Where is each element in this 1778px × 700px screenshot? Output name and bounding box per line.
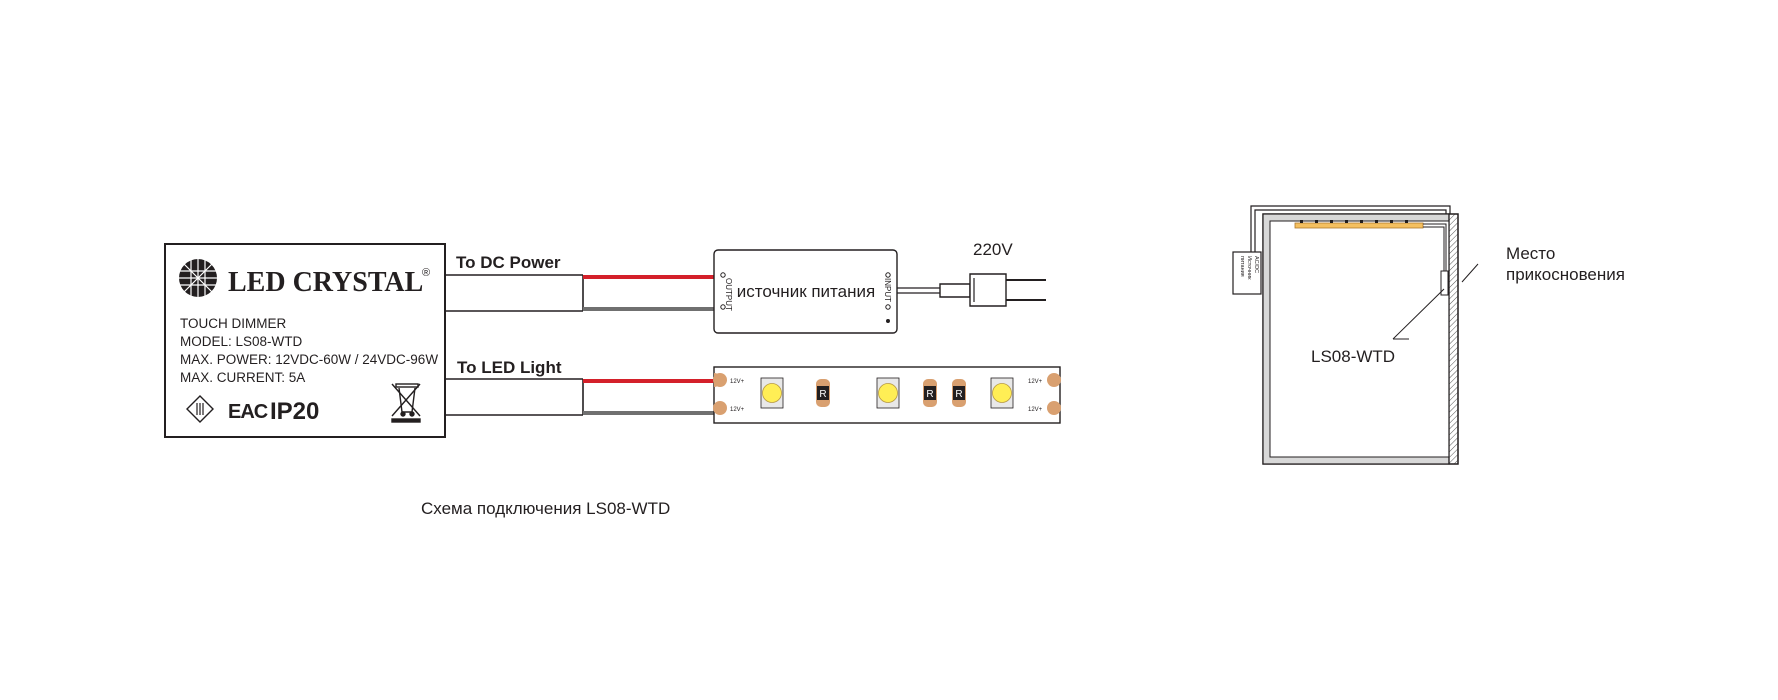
dc-power-cable	[445, 274, 714, 312]
cabinet-model-label: LS08-WTD	[1311, 347, 1395, 366]
strip-resistor-1-label: R	[819, 389, 826, 400]
to-dc-power-label: To DC Power	[456, 253, 561, 272]
strip-led-3	[990, 377, 1014, 409]
cabinet-touch-sensor	[1440, 270, 1449, 296]
class-III-icon	[186, 395, 214, 423]
strip-resistor-3-label: R	[955, 389, 962, 400]
weee-bin-icon	[391, 383, 421, 423]
cabinet-led-strip	[1294, 222, 1424, 229]
max-current-line: MAX. CURRENT: 5A	[180, 370, 305, 385]
touch-place-label-1: Место	[1506, 244, 1555, 263]
strip-led-1	[760, 377, 784, 409]
power-supply: источник питания OUTPUT INPUT	[713, 249, 898, 334]
cabinet-psu-label-3: AC/DC	[1253, 256, 1259, 273]
strip-pad-label-right-bottom: 12V+	[1028, 407, 1043, 413]
max-power-line: MAX. POWER: 12VDC-60W / 24VDC-96W	[180, 352, 438, 367]
strip-resistor-1: R	[816, 379, 830, 407]
power-supply-output-label: OUTPUT	[724, 278, 733, 311]
controller-box: LED CRYSTAL ® TOUCH DIMMER MODEL: LS08-W…	[164, 243, 446, 438]
strip-resistor-2-label: R	[926, 389, 933, 400]
strip-pad-label-right-top: 12V+	[1028, 379, 1043, 385]
cabinet-touch-wall	[1448, 213, 1459, 465]
cabinet-diagram: Источник питания AC/DC LS08-WTD Место пр…	[1232, 205, 1625, 465]
diagram-caption: Схема подключения LS08-WTD	[421, 499, 670, 518]
mains-voltage-label: 220V	[973, 240, 1013, 259]
ip-rating: IP20	[270, 398, 319, 425]
cabinet-psu-label-2: питания	[1239, 256, 1245, 277]
touch-place-label-2: прикосновения	[1506, 265, 1625, 284]
power-supply-input-label: INPUT	[883, 278, 892, 302]
model-line: MODEL: LS08-WTD	[180, 334, 303, 349]
brand-name: LED CRYSTAL	[228, 267, 423, 298]
mains-plug	[897, 273, 1046, 307]
strip-pad-label-left-bottom: 12V+	[730, 407, 745, 413]
cabinet-power-supply: Источник питания AC/DC	[1232, 251, 1262, 295]
power-supply-label: источник питания	[737, 282, 875, 301]
to-led-light-label: To LED Light	[457, 358, 562, 377]
led-strip: 12V+ 12V+ 12V+ 12V+ R R	[713, 366, 1061, 424]
eac-mark-icon: EAC	[228, 401, 268, 423]
strip-pad-label-left-top: 12V+	[730, 379, 745, 385]
cabinet-psu-label-1: Источник	[1246, 256, 1252, 280]
registered-mark: ®	[422, 267, 430, 279]
strip-resistor-2: R	[923, 379, 937, 407]
strip-led-2	[876, 377, 900, 409]
led-cable	[445, 378, 714, 416]
strip-resistor-3: R	[952, 379, 966, 407]
led-crystal-logo-icon	[179, 259, 217, 297]
product-name: TOUCH DIMMER	[180, 316, 286, 331]
